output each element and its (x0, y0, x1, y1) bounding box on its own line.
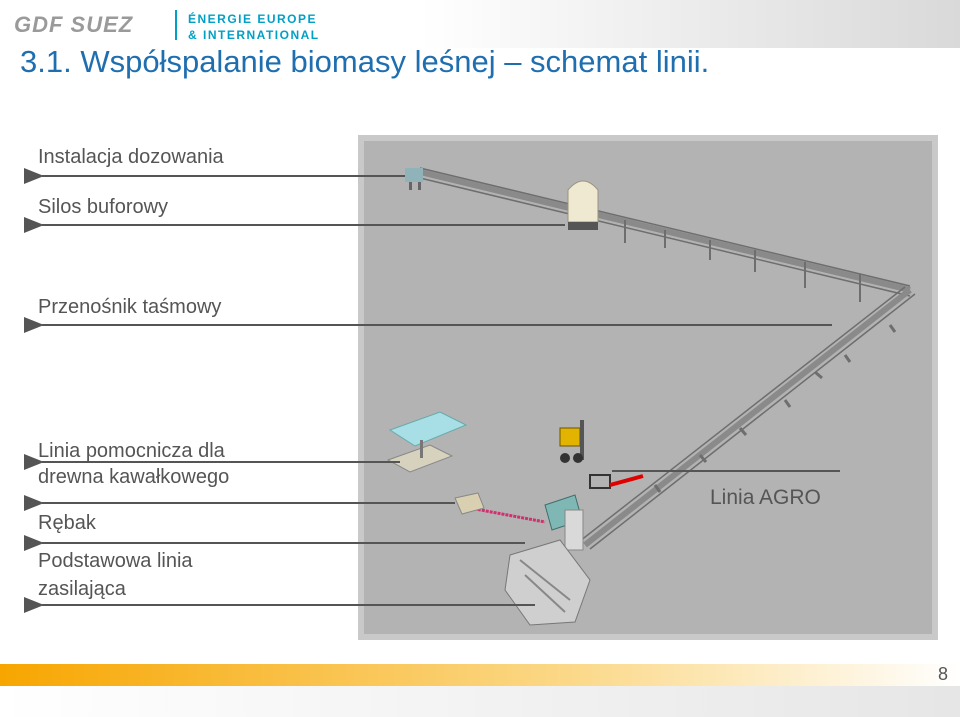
auxiliary-line-shelter (386, 411, 468, 473)
label-main-line-1: Podstawowa linia (38, 550, 193, 572)
chipper-machine (454, 492, 485, 515)
label-aux-line-2: drewna kawałkowego (38, 466, 230, 488)
footer-bar (0, 664, 960, 686)
logo-gdf-suez: GDF SUEZ (14, 12, 134, 37)
dosing-installation (405, 168, 423, 190)
forklift (559, 420, 584, 463)
agro-feeder-box (589, 474, 611, 489)
label-agro-line: Linia AGRO (710, 486, 821, 509)
header-gradient (420, 0, 960, 48)
logo-text-line2: & INTERNATIONAL (188, 28, 320, 42)
label-dosing-installation: Instalacja dozowania (38, 146, 224, 168)
logo-text-line1: ÉNERGIE EUROPE (188, 12, 318, 26)
main-feed-plant (504, 494, 591, 626)
buffer-silo (567, 180, 599, 230)
label-buffer-silo: Silos buforowy (38, 196, 169, 218)
header: GDF SUEZ ÉNERGIE EUROPE & INTERNATIONAL (0, 0, 960, 48)
label-aux-line-1: Linia pomocnicza dla (38, 440, 225, 462)
label-main-line-2: zasilająca (38, 578, 126, 600)
belt-conveyor (419, 167, 916, 550)
callout-arrows (23, 168, 840, 613)
label-chipper: Rębak (38, 512, 96, 534)
label-belt-conveyor: Przenośnik taśmowy (38, 296, 222, 318)
page-number: 8 (937, 664, 948, 684)
footer-bar-lower (0, 686, 960, 717)
slide-title: 3.1. Współspalanie biomasy leśnej – sche… (20, 44, 710, 79)
logo-divider (175, 10, 177, 40)
